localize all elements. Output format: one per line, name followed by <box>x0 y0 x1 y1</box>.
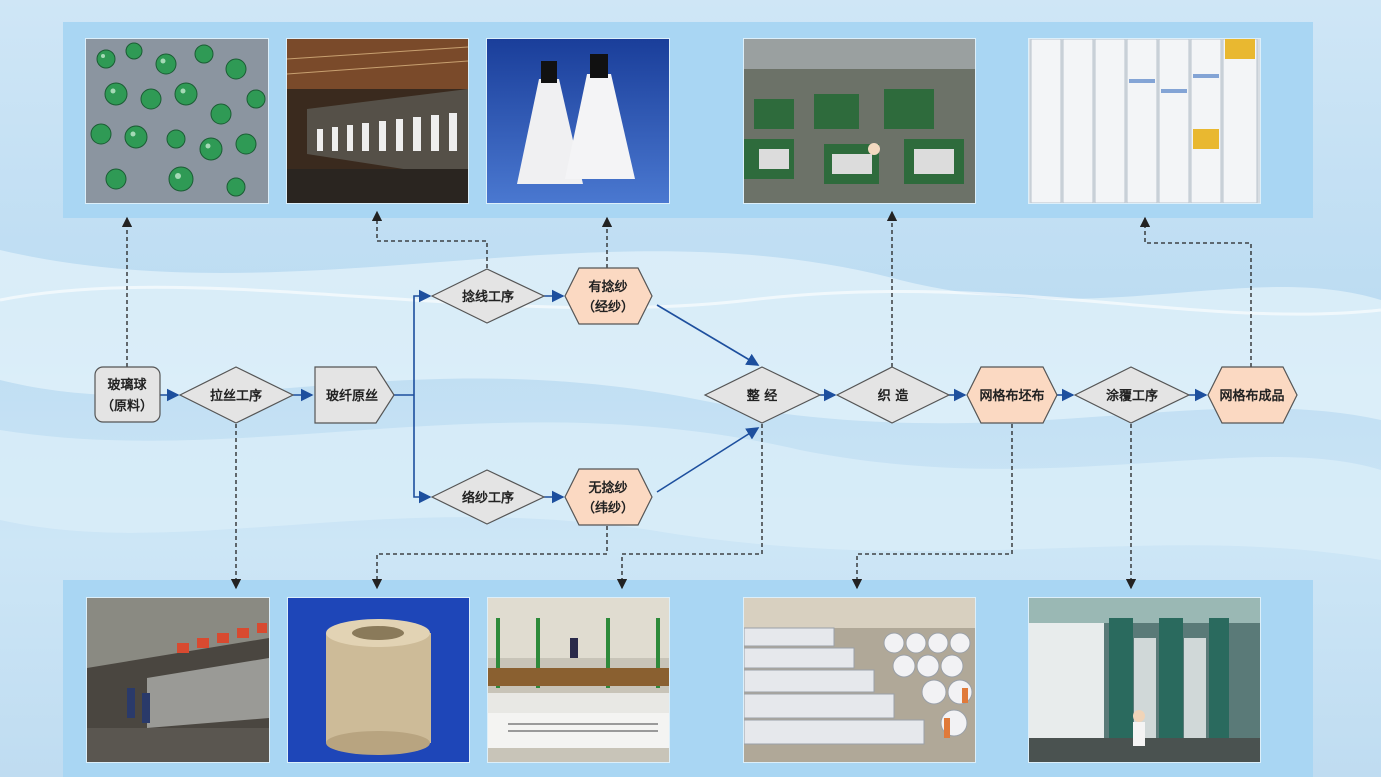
node-raw-fiber: 玻纤原丝 <box>314 366 395 424</box>
node-weaving: 织 造 <box>835 366 951 424</box>
mesh-rolls-photo <box>1029 39 1260 203</box>
warping-label: 整 经 <box>746 388 778 404</box>
furnace-line-photo <box>87 598 269 762</box>
grey-cloth-rolls-photo <box>744 598 975 762</box>
twisted-yarn-line2: （经纱） <box>582 299 634 315</box>
drawing-line-photo <box>287 39 468 203</box>
node-warping: 整 经 <box>703 366 822 424</box>
loom-workshop-photo <box>744 39 975 203</box>
finished-mesh-label: 网格布成品 <box>1219 388 1284 404</box>
fiber-spool-photo <box>288 598 469 762</box>
drawing-label: 拉丝工序 <box>210 388 262 404</box>
winding-machine-photo <box>488 598 669 762</box>
glass-marbles-photo <box>86 39 268 203</box>
coating-line-photo <box>1029 598 1260 762</box>
dash-finished-to-top <box>1139 216 1252 367</box>
winding-label: 络纱工序 <box>462 490 514 506</box>
node-untwisted-yarn: 无捻纱 （纬纱） <box>564 468 653 526</box>
node-winding: 络纱工序 <box>430 469 546 525</box>
node-twisted-yarn: 有捻纱 （经纱） <box>564 267 653 325</box>
twisting-label: 捻线工序 <box>462 289 514 305</box>
dash-grey-mesh-to-bottom <box>851 424 1013 590</box>
coating-label: 涂覆工序 <box>1106 388 1158 404</box>
node-grey-mesh: 网格布坯布 <box>966 366 1058 424</box>
dashed-connectors <box>121 210 1252 590</box>
node-coating: 涂覆工序 <box>1073 366 1191 424</box>
arrow-split-twisting <box>413 289 432 395</box>
twisted-yarn-line1: 有捻纱 <box>588 279 627 295</box>
arrow-twisted-warping <box>656 304 760 366</box>
glass-ball-line2: （原料） <box>101 398 153 414</box>
node-glass-ball: 玻璃球 （原料） <box>94 366 161 423</box>
flow-arrows <box>160 289 1208 504</box>
untwisted-yarn-line1: 无捻纱 <box>587 480 627 496</box>
yarn-bobbins-photo <box>487 39 669 203</box>
node-finished-mesh: 网格布成品 <box>1207 366 1298 424</box>
node-twisting: 捻线工序 <box>430 268 546 324</box>
raw-fiber-label: 玻纤原丝 <box>326 388 378 404</box>
arrow-untwisted-warping <box>656 427 760 493</box>
dash-twisting-to-top <box>371 210 488 268</box>
weaving-label: 织 造 <box>878 388 910 404</box>
untwisted-yarn-line2: （纬纱） <box>582 500 634 516</box>
glass-ball-line1: 玻璃球 <box>107 377 147 393</box>
node-drawing: 拉丝工序 <box>178 366 295 424</box>
dash-warping-to-bottom <box>616 424 763 590</box>
grey-mesh-label: 网格布坯布 <box>979 388 1044 404</box>
arrow-split-winding <box>413 395 432 504</box>
dash-untwisted-to-bottom <box>371 526 608 590</box>
